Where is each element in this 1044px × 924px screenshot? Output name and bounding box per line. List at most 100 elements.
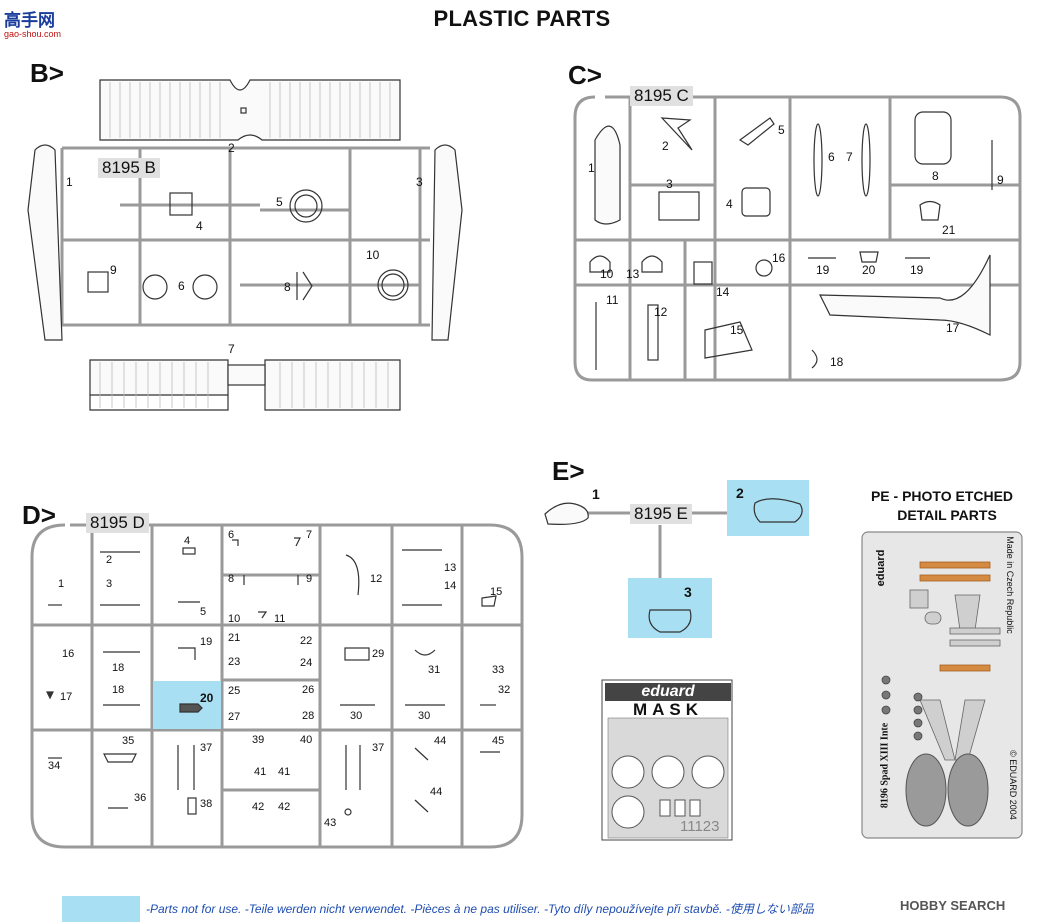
part-d44b: 44 [430, 786, 443, 798]
part-d36: 36 [134, 792, 147, 804]
part-d3: 3 [106, 578, 113, 590]
sprue-d-code: 8195 D [86, 513, 149, 533]
part-c8: 8 [932, 169, 939, 183]
part-e2: 2 [736, 485, 744, 501]
part-d31: 31 [428, 664, 441, 676]
part-d19: 19 [200, 636, 213, 648]
part-d29: 29 [372, 648, 385, 660]
pe-title-line2: DETAIL PARTS [897, 507, 997, 523]
part-d21: 21 [228, 632, 241, 644]
sprue-b-label: B> [30, 58, 64, 88]
part-c2: 2 [662, 139, 669, 153]
logo-subtext: gao-shou.com [4, 29, 62, 39]
page-title: PLASTIC PARTS [433, 6, 611, 31]
part-b7: 7 [228, 342, 235, 356]
watermark: HOBBY SEARCH [900, 898, 1006, 913]
legend-note: -Parts not for use. -Teile werden nicht … [146, 902, 814, 916]
part-b6: 6 [178, 279, 185, 293]
part-d30b: 30 [418, 710, 431, 722]
part-d18b: 18 [112, 684, 125, 696]
part-d41b: 41 [278, 766, 291, 778]
part-c1: 1 [588, 161, 595, 175]
part-b5: 5 [276, 195, 283, 209]
part-d11: 11 [274, 613, 286, 625]
part-c6: 6 [828, 150, 835, 164]
part-d10: 10 [228, 613, 241, 625]
part-d16: 16 [62, 648, 75, 660]
mask-number: 11123 [680, 818, 720, 835]
part-d45: 45 [492, 735, 505, 747]
part-c12: 12 [654, 305, 668, 319]
part-d2: 2 [106, 554, 113, 566]
part-d38: 38 [200, 798, 213, 810]
part-c19a: 19 [816, 263, 830, 277]
pe-side-text: 8196 Spad XIII Inte [879, 722, 891, 809]
sprue-c-code: 8195 C [630, 86, 693, 106]
part-d39: 39 [252, 734, 265, 746]
part-d35: 35 [122, 735, 135, 747]
part-b8: 8 [284, 280, 291, 294]
part-c15: 15 [730, 323, 744, 337]
part-c16: 16 [772, 251, 786, 265]
part-e3: 3 [684, 584, 692, 600]
mask-brand: eduard [641, 683, 695, 700]
part-c3: 3 [666, 177, 673, 191]
pe-brand: eduard [875, 549, 887, 587]
part-d24: 24 [300, 657, 313, 669]
part-d42b: 42 [278, 801, 291, 813]
part-d4: 4 [184, 535, 191, 547]
part-d13: 13 [444, 562, 457, 574]
part-d9: 9 [306, 573, 313, 585]
highlight-e2 [727, 480, 809, 536]
part-b10: 10 [366, 248, 380, 262]
part-d40: 40 [300, 734, 313, 746]
part-c21: 21 [942, 223, 956, 237]
part-d12: 12 [370, 573, 383, 585]
part-d18a: 18 [112, 662, 125, 674]
part-d22: 22 [300, 635, 313, 647]
part-c4: 4 [726, 197, 733, 211]
part-d28: 28 [302, 710, 315, 722]
part-d20: 20 [200, 691, 214, 705]
site-logo: 高手网 gao-shou.com [4, 6, 74, 40]
part-b1: 1 [66, 175, 73, 189]
part-d30a: 30 [350, 710, 363, 722]
part-d14: 14 [444, 580, 457, 592]
part-d37b: 37 [372, 742, 385, 754]
part-c11: 11 [606, 293, 619, 307]
part-d6: 6 [228, 529, 235, 541]
pe-made-in: Made in Czech Republic [1005, 536, 1015, 634]
part-b2: 2 [228, 141, 235, 155]
part-d27: 27 [228, 711, 241, 723]
part-d7: 7 [306, 529, 313, 541]
part-d43: 43 [324, 817, 337, 829]
part-d23: 23 [228, 656, 241, 668]
part-d1: 1 [58, 578, 65, 590]
part-d26: 26 [302, 684, 315, 696]
part-d42a: 42 [252, 801, 265, 813]
pe-title-line1: PE - PHOTO ETCHED [870, 488, 1014, 504]
part-b3: 3 [416, 175, 423, 189]
part-d5: 5 [200, 606, 207, 618]
mask-label: MASK [632, 700, 704, 719]
part-c10: 10 [600, 267, 614, 281]
part-c19b: 19 [910, 263, 924, 277]
sprue-d-label: D> [22, 500, 56, 530]
part-c18: 18 [830, 355, 844, 369]
part-c14: 14 [716, 285, 730, 299]
logo-text: 高手网 [4, 11, 55, 31]
part-b9: 9 [110, 263, 117, 277]
sprue-e-label: E> [552, 456, 585, 486]
part-d34: 34 [48, 760, 61, 772]
part-d15: 15 [490, 586, 503, 598]
part-c20: 20 [862, 263, 876, 277]
part-d17: 17 [60, 691, 73, 703]
part-d41a: 41 [254, 766, 267, 778]
part-d8: 8 [228, 573, 235, 585]
part-e1: 1 [592, 486, 600, 502]
part-d25: 25 [228, 685, 241, 697]
part-c9: 9 [997, 173, 1004, 187]
sprue-b-code: 8195 B [98, 158, 160, 178]
part-d44a: 44 [434, 735, 447, 747]
